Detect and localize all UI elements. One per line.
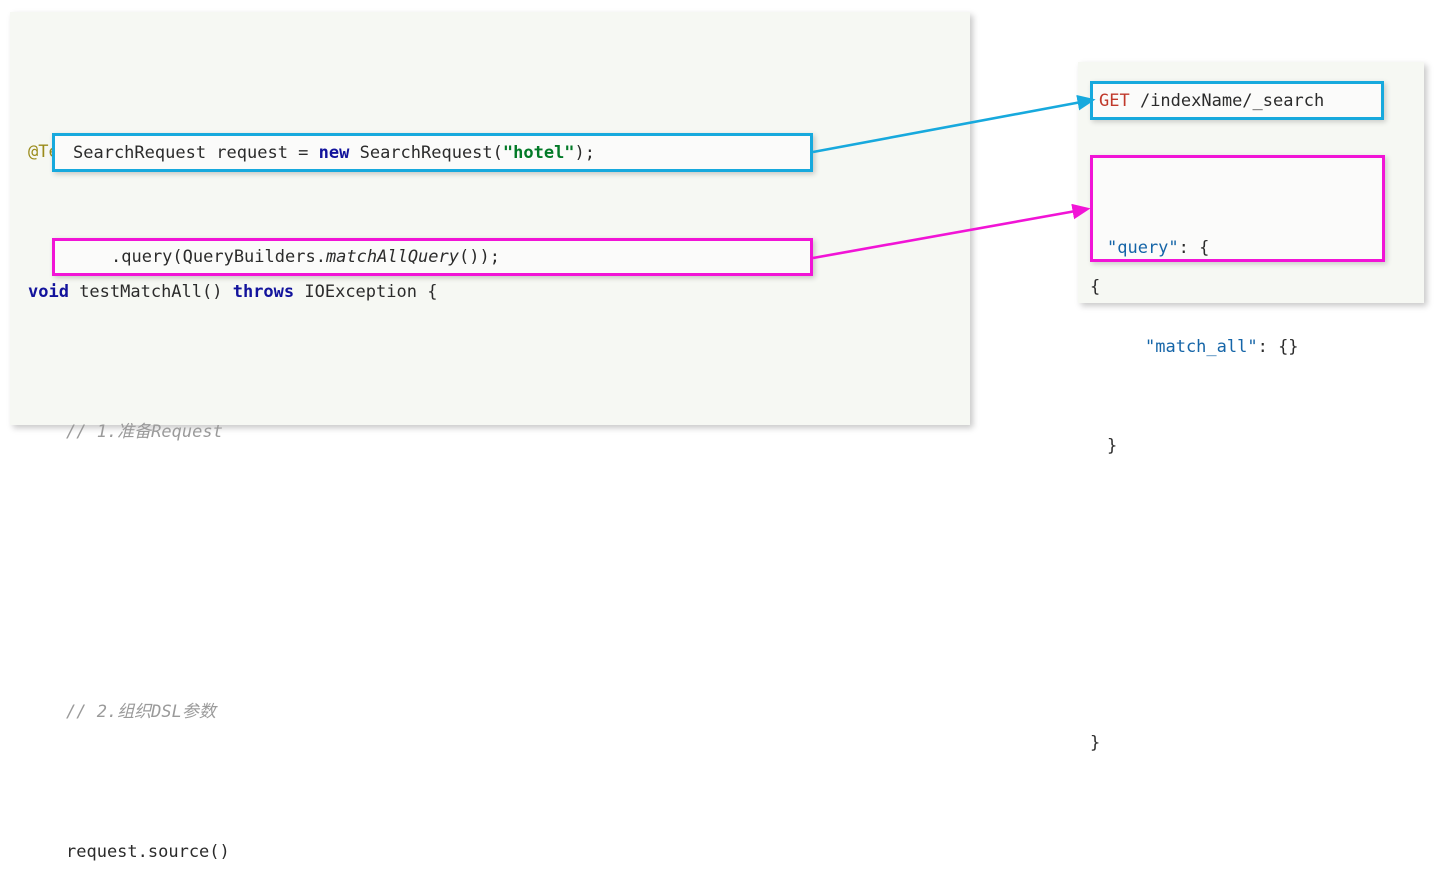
dsl-json-line-query: "query": { <box>1107 232 1299 265</box>
token-open-brace: { <box>1090 277 1101 297</box>
token-keyword-void: void <box>28 282 69 302</box>
token-ctor: SearchRequest( <box>349 142 503 163</box>
dsl-json-line-match-all: "match_all": {} <box>1107 331 1299 364</box>
token-json-rest: : {} <box>1257 337 1299 357</box>
token-json-key-match-all: "match_all" <box>1145 337 1258 357</box>
token-request-path: /indexName/_search <box>1129 90 1325 111</box>
token-exception-type: IOException { <box>294 282 438 302</box>
token-json-key-query: "query" <box>1107 238 1179 258</box>
token-decl: SearchRequest request = <box>73 142 319 163</box>
token-query-end: ()); <box>459 247 500 267</box>
highlight-box-search-request[interactable]: SearchRequest request = new SearchReques… <box>52 133 813 172</box>
token-ctor-end: ); <box>574 142 596 163</box>
highlight-search-request-text: SearchRequest request = new SearchReques… <box>73 143 595 163</box>
token-query-call: .query(QueryBuilders. <box>111 247 326 267</box>
token-comment: // 1.准备Request <box>66 422 223 442</box>
code-line-comment-1: // 1.准备Request <box>28 415 813 450</box>
code-line-comment-2: // 2.组织DSL参数 <box>28 695 813 730</box>
token-method-name: testMatchAll() <box>68 282 233 302</box>
dsl-get-request-text: GET /indexName/_search <box>1099 91 1324 111</box>
code-line-request-source: request.source() <box>28 835 813 870</box>
token-json-rest: : { <box>1178 238 1210 258</box>
dsl-query-json-lines: "query": { "match_all": {} } <box>1107 166 1299 529</box>
token-expression: request.source() <box>66 842 230 862</box>
dsl-line-open-brace: { <box>1090 268 1131 306</box>
dsl-line-close-brace: } <box>1090 724 1131 762</box>
token-method-matchallquery: matchAllQuery <box>325 247 459 267</box>
token-comment: // 2.组织DSL参数 <box>66 702 216 722</box>
highlight-box-query-json[interactable]: "query": { "match_all": {} } <box>1090 155 1385 456</box>
token-http-verb: GET <box>1099 90 1130 111</box>
token-keyword-new: new <box>318 142 350 163</box>
highlight-box-query-builder[interactable]: .query(QueryBuilders.matchAllQuery()); <box>52 238 813 276</box>
token-string-hotel: "hotel" <box>502 142 575 163</box>
highlight-query-text: .query(QueryBuilders.matchAllQuery()); <box>111 247 500 267</box>
code-line-request-placeholder <box>28 555 813 590</box>
highlight-box-get-request[interactable]: GET /indexName/_search <box>1090 81 1384 120</box>
dsl-json-line-close: } <box>1107 430 1299 463</box>
code-line-method-signature: void testMatchAll() throws IOException { <box>28 275 813 310</box>
dsl-line-query-placeholder-3 <box>1090 610 1131 648</box>
token-keyword-throws: throws <box>232 282 295 302</box>
code-panel: @Test void testMatchAll() throws IOExcep… <box>10 12 970 862</box>
token-close-brace: } <box>1090 733 1101 753</box>
token-json-close: } <box>1107 436 1118 456</box>
